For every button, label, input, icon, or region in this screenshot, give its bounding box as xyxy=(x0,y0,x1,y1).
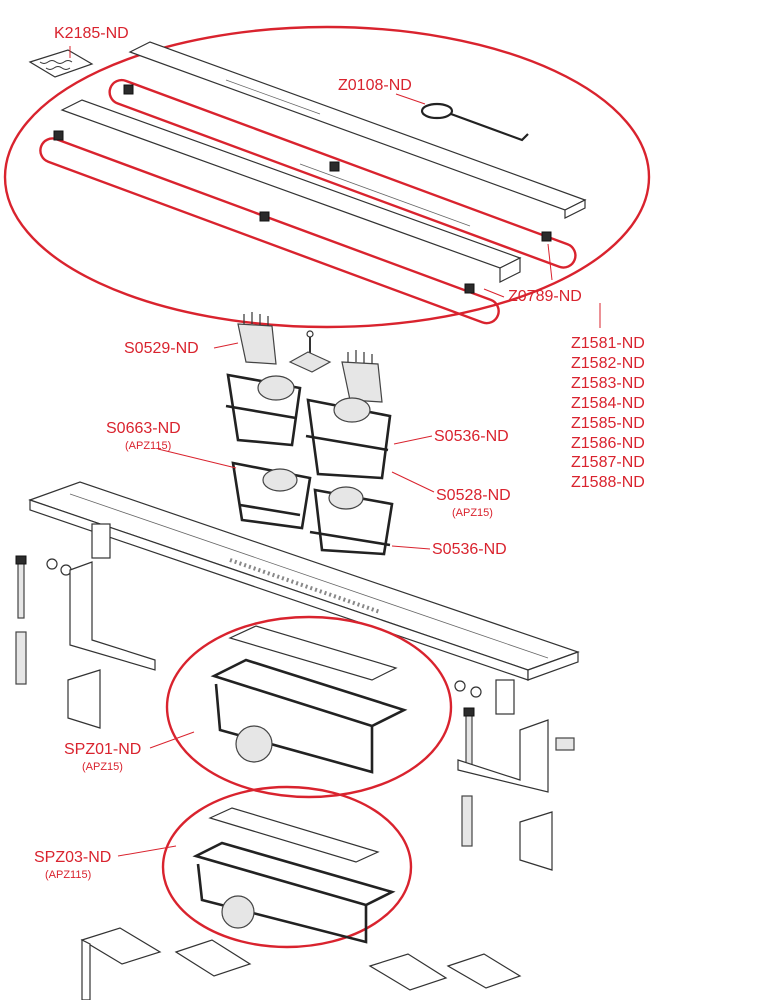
z-code: Z1582-ND xyxy=(571,354,645,372)
spz01-ellipse xyxy=(165,615,453,799)
spz03-ellipse xyxy=(161,785,413,949)
frame-rod-upper-outline xyxy=(108,78,577,269)
label-spz01-sub: (APZ15) xyxy=(82,761,123,773)
siphon-cup-lower-left xyxy=(231,461,312,530)
drain-channel xyxy=(28,481,580,715)
z-code: Z1586-ND xyxy=(571,434,645,452)
rod-clips xyxy=(53,84,552,294)
label-s0528-sub: (APZ15) xyxy=(452,507,493,519)
z-code: Z1587-ND xyxy=(571,454,645,472)
label-s0663-sub: (APZ115) xyxy=(125,440,172,452)
grate-lower xyxy=(60,99,522,269)
k2185-sheet xyxy=(28,49,94,78)
s0529-clip-right xyxy=(341,350,383,403)
z-code: Z1583-ND xyxy=(571,374,645,392)
label-z0789: Z0789-ND xyxy=(508,288,582,305)
left-fixings xyxy=(15,555,156,729)
right-fixings xyxy=(454,680,575,871)
screw-and-plate xyxy=(288,330,332,373)
siphon-cup-lower-right xyxy=(309,486,394,556)
label-spz03: SPZ03-ND xyxy=(34,849,112,866)
spz03-trap xyxy=(192,807,396,944)
label-s0528: S0528-ND xyxy=(436,487,511,504)
label-s0536-b: S0536-ND xyxy=(432,541,507,558)
z-code: Z1588-ND xyxy=(571,474,645,492)
frame-rod-lower-outline xyxy=(39,137,500,325)
support-feet xyxy=(80,927,522,1000)
label-z0108: Z0108-ND xyxy=(338,77,412,94)
label-k2185: K2185-ND xyxy=(54,25,129,42)
spz01-trap xyxy=(210,625,408,774)
z-code-list: Z1581-ND Z1582-ND Z1583-ND Z1584-ND Z158… xyxy=(571,334,645,493)
label-s0529: S0529-ND xyxy=(124,340,199,357)
label-s0663: S0663-ND xyxy=(106,420,181,437)
grate-set-ellipse xyxy=(3,25,651,329)
siphon-cup-upper-left xyxy=(225,373,302,447)
label-spz03-sub: (APZ115) xyxy=(45,869,92,881)
label-s0536-a: S0536-ND xyxy=(434,428,509,445)
z-code: Z1584-ND xyxy=(571,394,645,412)
z0108-key-tool xyxy=(420,102,529,142)
s0529-clip-left xyxy=(237,312,277,365)
label-spz01: SPZ01-ND xyxy=(64,741,142,758)
z-code: Z1581-ND xyxy=(571,335,645,352)
siphon-cup-upper-right xyxy=(305,397,392,480)
z-code: Z1585-ND xyxy=(571,414,645,432)
